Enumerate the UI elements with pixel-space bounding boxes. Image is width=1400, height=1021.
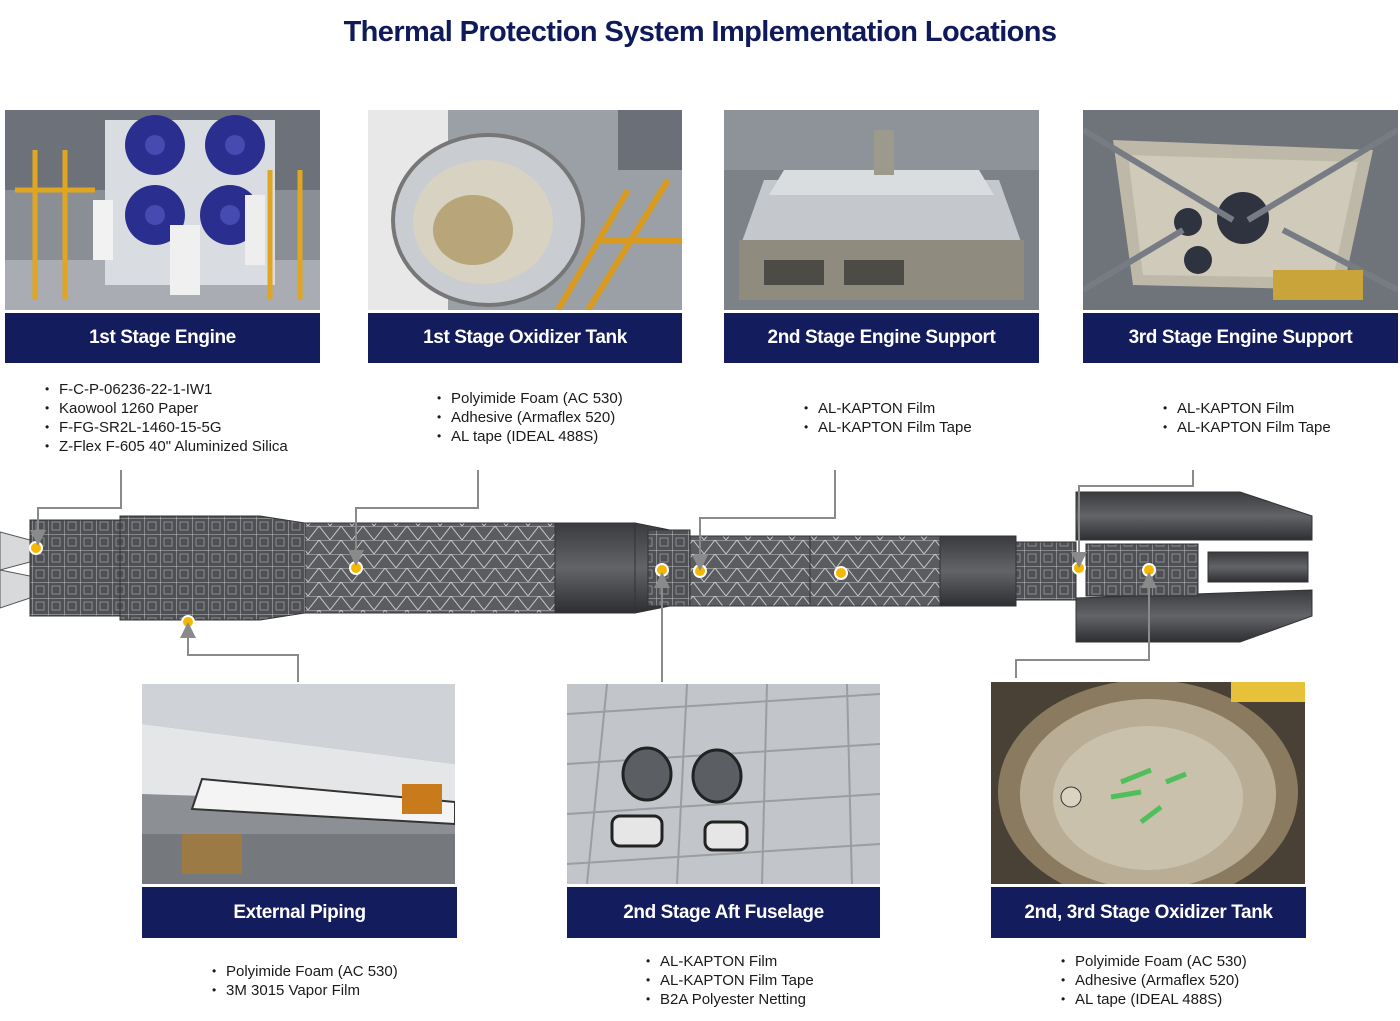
materials-1st-stage-engine: F-C-P-06236-22-1-IW1 Kaowool 1260 Paper … xyxy=(45,380,288,456)
material-item: Kaowool 1260 Paper xyxy=(45,399,288,418)
photo-1st-stage-oxidizer-tank xyxy=(368,110,682,310)
label-3rd-stage-engine-support: 3rd Stage Engine Support xyxy=(1083,313,1398,363)
location-card-3rd-stage-engine-support: 3rd Stage Engine Support xyxy=(1083,110,1398,363)
label-2nd-stage-aft-fuselage: 2nd Stage Aft Fuselage xyxy=(567,887,880,938)
material-item: Polyimide Foam (AC 530) xyxy=(437,389,623,408)
marker-2nd-stage-engine-support xyxy=(693,564,707,578)
materials-3rd-stage-engine-support: AL-KAPTON Film AL-KAPTON Film Tape xyxy=(1163,399,1331,437)
material-item: Adhesive (Armaflex 520) xyxy=(1061,971,1247,990)
materials-2nd-stage-aft-fuselage: AL-KAPTON Film AL-KAPTON Film Tape B2A P… xyxy=(646,952,814,1009)
material-item: AL tape (IDEAL 488S) xyxy=(1061,990,1247,1009)
label-1st-stage-engine: 1st Stage Engine xyxy=(5,313,320,363)
photo-1st-stage-engine xyxy=(5,110,320,310)
material-item: AL-KAPTON Film xyxy=(1163,399,1331,418)
marker-1st-stage-oxidizer-tank xyxy=(349,561,363,575)
location-card-1st-stage-engine: 1st Stage Engine xyxy=(5,110,320,363)
material-item: AL-KAPTON Film Tape xyxy=(804,418,972,437)
photo-3rd-stage-engine-support xyxy=(1083,110,1398,310)
materials-external-piping: Polyimide Foam (AC 530) 3M 3015 Vapor Fi… xyxy=(212,962,398,1000)
material-item: Polyimide Foam (AC 530) xyxy=(212,962,398,981)
marker-1st-stage-engine xyxy=(29,541,43,555)
materials-2nd-stage-engine-support: AL-KAPTON Film AL-KAPTON Film Tape xyxy=(804,399,972,437)
rocket-diagram xyxy=(0,470,1400,660)
material-item: Adhesive (Armaflex 520) xyxy=(437,408,623,427)
marker-external-piping xyxy=(181,615,195,629)
material-item: F-C-P-06236-22-1-IW1 xyxy=(45,380,288,399)
photo-2nd-stage-engine-support xyxy=(724,110,1039,310)
location-card-2nd-stage-aft-fuselage: 2nd Stage Aft Fuselage xyxy=(567,684,880,938)
material-item: AL-KAPTON Film xyxy=(804,399,972,418)
material-item: 3M 3015 Vapor Film xyxy=(212,981,398,1000)
material-item: Polyimide Foam (AC 530) xyxy=(1061,952,1247,971)
material-item: AL-KAPTON Film xyxy=(646,952,814,971)
photo-external-piping xyxy=(142,684,455,884)
marker-3rd-stage-oxidizer-tank xyxy=(1142,563,1156,577)
photo-2nd-stage-aft-fuselage xyxy=(567,684,880,884)
label-1st-stage-oxidizer-tank: 1st Stage Oxidizer Tank xyxy=(368,313,682,363)
location-card-2nd-stage-engine-support: 2nd Stage Engine Support xyxy=(724,110,1039,363)
materials-1st-stage-oxidizer-tank: Polyimide Foam (AC 530) Adhesive (Armafl… xyxy=(437,389,623,446)
photo-2nd-3rd-stage-oxidizer-tank xyxy=(991,682,1305,884)
label-2nd-stage-engine-support: 2nd Stage Engine Support xyxy=(724,313,1039,363)
label-external-piping: External Piping xyxy=(142,887,457,938)
location-card-external-piping: External Piping xyxy=(142,684,457,938)
material-item: AL-KAPTON Film Tape xyxy=(646,971,814,990)
materials-2nd-3rd-stage-oxidizer-tank: Polyimide Foam (AC 530) Adhesive (Armafl… xyxy=(1061,952,1247,1009)
material-item: Z-Flex F-605 40" Aluminized Silica xyxy=(45,437,288,456)
material-item: F-FG-SR2L-1460-15-5G xyxy=(45,418,288,437)
label-2nd-3rd-stage-oxidizer-tank: 2nd, 3rd Stage Oxidizer Tank xyxy=(991,887,1306,938)
marker-2nd-stage-oxidizer-tank xyxy=(834,566,848,580)
marker-2nd-stage-aft-fuselage xyxy=(655,563,669,577)
material-item: AL-KAPTON Film Tape xyxy=(1163,418,1331,437)
material-item: AL tape (IDEAL 488S) xyxy=(437,427,623,446)
location-card-1st-stage-oxidizer-tank: 1st Stage Oxidizer Tank xyxy=(368,110,682,363)
material-item: B2A Polyester Netting xyxy=(646,990,814,1009)
page-title: Thermal Protection System Implementation… xyxy=(343,16,1057,48)
location-card-2nd-3rd-stage-oxidizer-tank: 2nd, 3rd Stage Oxidizer Tank xyxy=(991,682,1306,938)
marker-3rd-stage-engine-support xyxy=(1072,561,1086,575)
